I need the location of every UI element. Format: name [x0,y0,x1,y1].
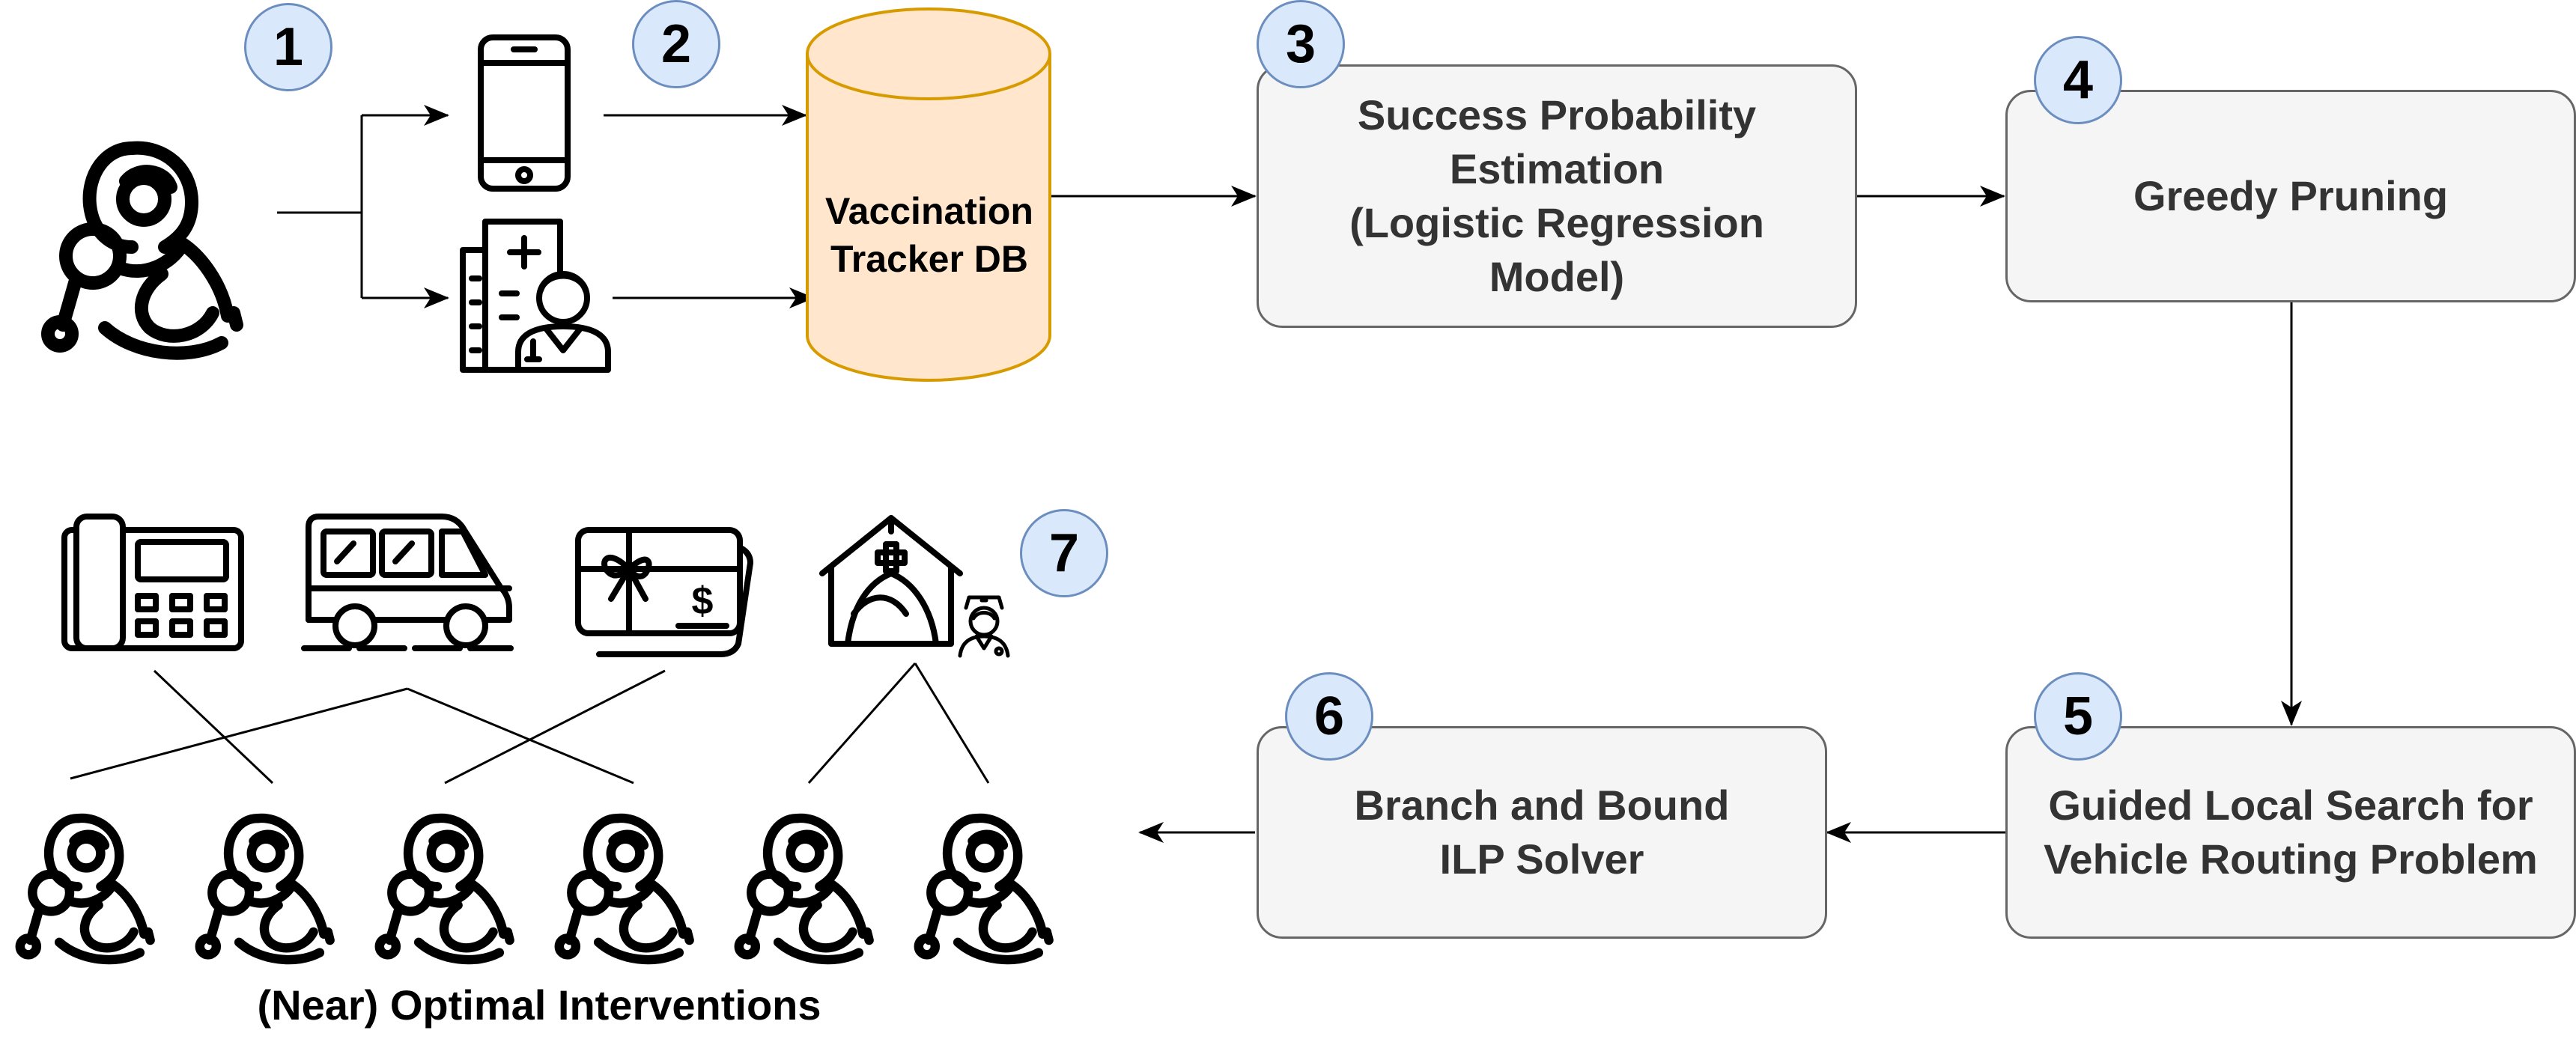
branch-connector [277,115,363,298]
step3-box: Success Probability Estimation (Logistic… [1257,64,1857,328]
output-caption: (Near) Optimal Interventions [257,981,821,1029]
gift-card-icon: $ [575,527,753,657]
step-badge-2: 2 [632,0,720,88]
medical-tent-icon [819,515,963,647]
step-badge-4: 4 [2034,36,2122,124]
step-badge-7: 7 [1020,509,1108,597]
smartphone-icon [478,34,571,192]
patient-icon [380,818,510,960]
step-badge-3: 3 [1257,0,1345,88]
assignment-lines [70,662,990,785]
step6-box: Branch and Bound ILP Solver [1257,726,1827,939]
patient-icon [200,818,330,960]
step-badge-6: 6 [1285,672,1373,761]
hospital-doctor-icon [460,219,611,373]
step-badge-1: 1 [244,3,332,91]
database-label: Vaccination Tracker DB [825,190,1033,280]
step5-box: Guided Local Search for Vehicle Routing … [2005,726,2576,939]
nurse-icon [958,595,1010,658]
patient-icon [919,818,1049,960]
telephone-icon [61,514,244,651]
patient-icon [559,818,690,960]
van-icon [301,514,514,651]
patient-icon [20,818,151,960]
step-badge-5: 5 [2034,672,2122,761]
step4-box: Greedy Pruning [2005,90,2576,302]
mother-baby-icon [48,148,237,353]
patient-icon [739,818,869,960]
svg-text:$: $ [692,579,714,623]
database-icon [806,7,1051,382]
